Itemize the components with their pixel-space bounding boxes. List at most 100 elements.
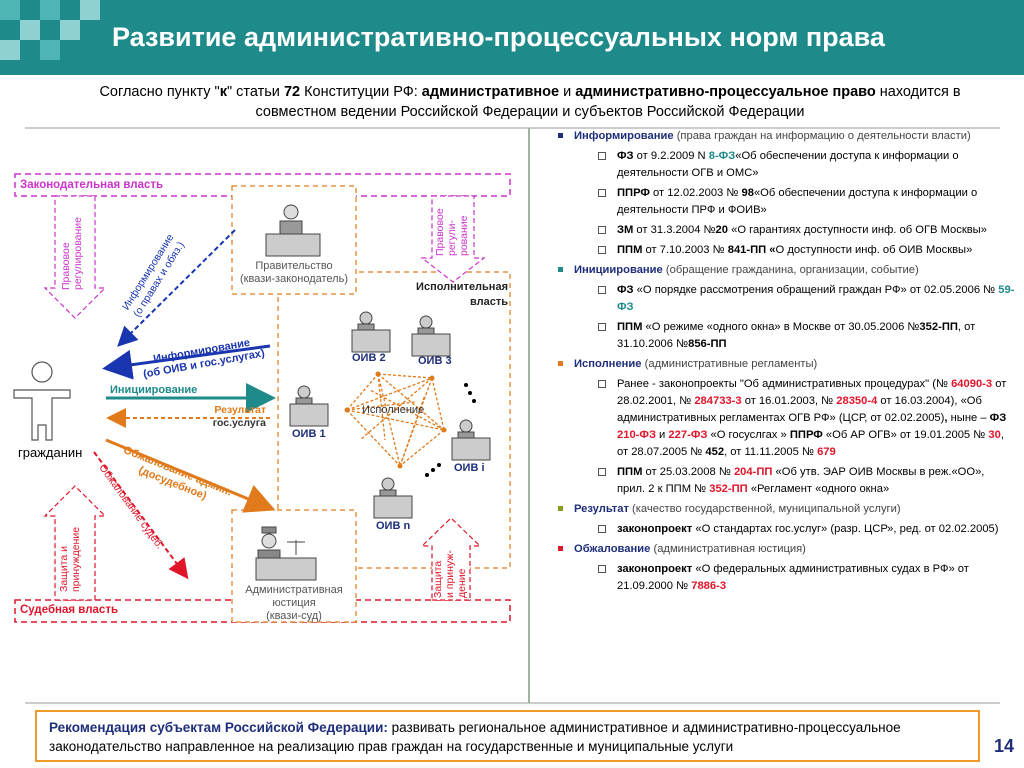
list-subitem: законопроект «О стандартах гос.услуг» (р… — [540, 521, 1015, 538]
government-label-line2: (квази-законодатель) — [236, 273, 352, 286]
regulation-left-line1: Правовое — [60, 217, 72, 290]
list-subitem: ФЗ «О порядке рассмотрения обращений гра… — [540, 282, 1015, 316]
act-number: 452 — [705, 446, 724, 458]
act-number: 679 — [817, 446, 836, 458]
list-subitem: Ранее - законопроекты "Об административн… — [540, 376, 1015, 461]
checkbox-bullet-icon — [598, 468, 606, 476]
item-title: Результат — [574, 503, 629, 515]
act-text: от 16.01.2003, № — [742, 395, 837, 407]
protection-right-line3: дение — [456, 550, 468, 598]
item-desc: (обращение гражданина, организации, собы… — [663, 264, 919, 276]
court-label: Административная юстиция (квази-суд) — [236, 584, 352, 623]
protection-left-line2: принуждение — [70, 527, 82, 592]
checkbox-bullet-icon — [598, 286, 606, 294]
citizen-label: гражданин — [18, 445, 82, 460]
act-number: 98 — [741, 187, 753, 199]
bullet-icon — [558, 361, 563, 366]
item-title: Обжалование — [574, 543, 650, 555]
citizen-figure — [14, 362, 70, 440]
act-number: 204-ПП — [734, 466, 772, 478]
page-number: 14 — [994, 736, 1014, 757]
checkbox-bullet-icon — [598, 565, 606, 573]
executive-label-line1: Исполнительная — [384, 280, 508, 295]
act-type: ППМ — [617, 466, 642, 478]
act-text: от 12.02.2003 № — [650, 187, 742, 199]
act-type: ФЗ — [990, 412, 1007, 424]
protection-right-label: Защита и принуж- дение — [432, 550, 468, 598]
regulation-left-line2: регулирование — [72, 217, 84, 290]
act-number: 210-ФЗ — [617, 429, 656, 441]
act-text: О доступности инф. об ОИВ Москвы» — [776, 244, 973, 256]
list-subitem: ППМ «О режиме «одного окна» в Москве от … — [540, 319, 1015, 353]
act-number: 352-ПП — [709, 483, 747, 495]
list-item-informing: Информирование (права граждан на информа… — [540, 128, 1015, 145]
legislative-label: Законодательная власть — [20, 179, 163, 191]
act-text: «О режиме «одного окна» в Москве от 30.0… — [642, 321, 919, 333]
act-type: ФЗ — [617, 150, 634, 162]
result-label-line2: гос.услуга — [200, 417, 266, 430]
government-label-line1: Правительство — [236, 260, 352, 273]
checkbox-bullet-icon — [598, 380, 606, 388]
bullet-icon — [558, 546, 563, 551]
act-text: Ранее - законопроекты "Об административн… — [617, 378, 951, 390]
act-text: от 9.2.2009 N — [634, 150, 709, 162]
executive-label-line2: власть — [384, 295, 508, 310]
act-type: ППМ — [617, 244, 642, 256]
oiv-1-label: ОИВ 1 — [292, 428, 326, 440]
act-type: ППРФ — [790, 429, 823, 441]
bullet-icon — [558, 133, 563, 138]
item-desc: (качество государственной, муниципальной… — [629, 503, 901, 515]
act-type: ЗМ — [617, 224, 633, 236]
act-type: ППМ — [617, 321, 642, 333]
regulation-right-line2: регули- — [446, 208, 458, 256]
protection-right-line2: и принуж- — [444, 550, 456, 598]
act-type: законопроект — [617, 563, 692, 575]
act-text: ныне – — [948, 412, 990, 424]
item-title: Информирование — [574, 130, 674, 142]
act-type: законопроект — [617, 523, 692, 535]
item-desc: (административная юстиция) — [650, 543, 806, 555]
result-label: Результат гос.услуга — [200, 404, 266, 430]
court-label-line1: Административная — [236, 584, 352, 597]
oiv-3-label: ОИВ 3 — [418, 355, 452, 367]
act-text: «Об АР ОГВ» от 19.01.2005 № — [823, 429, 989, 441]
act-number: 7886-3 — [691, 580, 726, 592]
oiv-n-label: ОИВ n — [376, 520, 410, 532]
act-text: от 7.10.2003 № — [642, 244, 727, 256]
act-text: «О госуслгах » — [707, 429, 789, 441]
regulation-right-line3: рование — [458, 208, 470, 256]
list-subitem: ППМ от 7.10.2003 № 841-ПП «О доступности… — [540, 242, 1015, 259]
list-subitem: ФЗ от 9.2.2009 N 8-ФЗ«Об обеспечении дос… — [540, 148, 1015, 182]
act-number: 227-ФЗ — [668, 429, 707, 441]
checkbox-bullet-icon — [598, 525, 606, 533]
act-number: 28350-4 — [836, 395, 877, 407]
checkbox-bullet-icon — [598, 323, 606, 331]
item-title: Инициирование — [574, 264, 663, 276]
item-title: Исполнение — [574, 358, 642, 370]
recommendation-box: Рекомендация субъектам Российской Федера… — [35, 710, 980, 762]
act-text: от 25.03.2008 № — [642, 466, 734, 478]
act-number: 20 — [716, 224, 728, 236]
item-desc: (права граждан на информацию о деятельно… — [674, 130, 971, 142]
checkbox-bullet-icon — [598, 226, 606, 234]
list-subitem: ППРФ от 12.02.2003 № 98«Об обеспечении д… — [540, 185, 1015, 219]
act-number: 8-ФЗ — [709, 150, 736, 162]
executive-label: Исполнительная власть — [384, 280, 508, 310]
list-subitem: ППМ от 25.03.2008 № 204-ПП «Об утв. ЭАР … — [540, 464, 1015, 498]
bullet-icon — [558, 267, 563, 272]
protection-left-label: Защита и принуждение — [58, 527, 82, 592]
act-type: ФЗ — [617, 284, 634, 296]
court-label-line2: юстиция — [236, 597, 352, 610]
act-text: и — [656, 429, 668, 441]
act-number: 30 — [988, 429, 1000, 441]
initiation-label: Инициирование — [110, 384, 197, 396]
list-item-execution: Исполнение (административные регламенты) — [540, 356, 1015, 373]
list-item-appeal: Обжалование (административная юстиция) — [540, 541, 1015, 558]
act-text: от 31.3.2004 № — [633, 224, 715, 236]
list-subitem: ЗМ от 31.3.2004 №20 «О гарантиях доступн… — [540, 222, 1015, 239]
act-text: «О порядке рассмотрения обращений гражда… — [634, 284, 999, 296]
act-number: 284733-3 — [694, 395, 741, 407]
legal-acts-list: Информирование (права граждан на информа… — [540, 128, 1015, 598]
checkbox-bullet-icon — [598, 189, 606, 197]
act-number: 64090-3 — [951, 378, 992, 390]
